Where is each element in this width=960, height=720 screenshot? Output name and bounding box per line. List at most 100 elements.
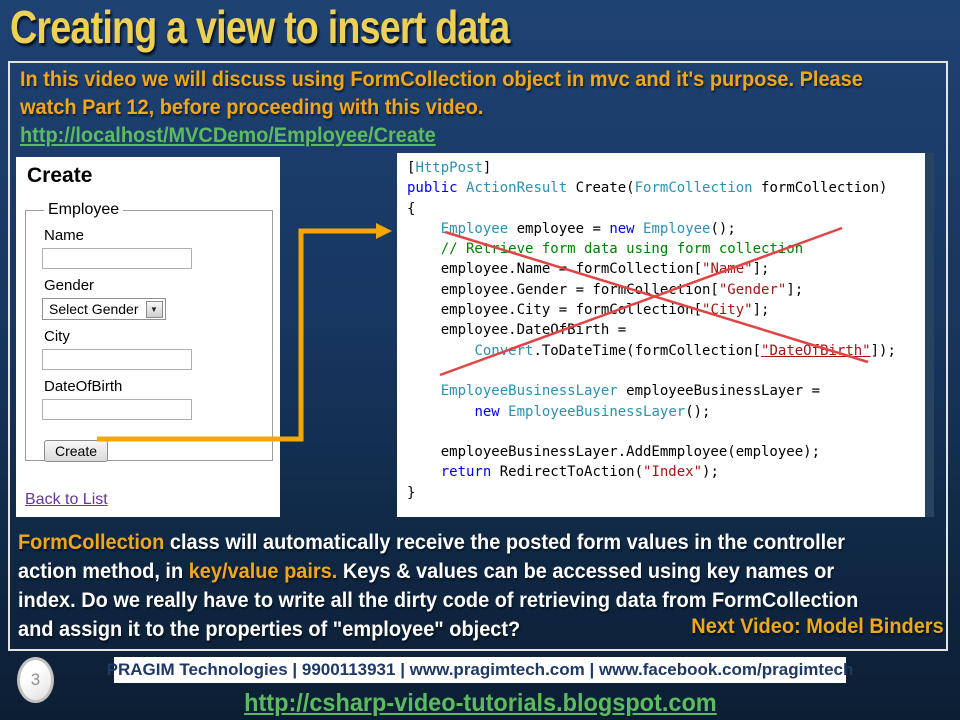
text-segment: employee = — [508, 220, 610, 237]
code-line: EmployeeBusinessLayer employeeBusinessLa… — [407, 381, 925, 401]
text-segment: ]; — [752, 261, 770, 278]
text-segment: .ToDateTime(formCollection[ — [533, 342, 762, 359]
text-segment: employee.Name = formCollection[ — [407, 261, 703, 278]
text-segment: { — [407, 200, 416, 217]
intro-line: watch Part 12, before proceeding with th… — [20, 94, 863, 122]
text-segment — [500, 404, 508, 420]
field-label-city: City — [44, 328, 70, 345]
text-segment: ] — [482, 160, 492, 176]
localhost-create-link[interactable]: http://localhost/MVCDemo/Employee/Create — [20, 124, 436, 147]
blog-link[interactable]: http://csharp-video-tutorials.blogspot.c… — [243, 689, 717, 717]
text-segment: Employee — [643, 220, 711, 237]
gender-select[interactable]: Select Gender ▼ — [42, 298, 166, 320]
code-line: Convert.ToDateTime(formCollection["DateO… — [407, 341, 925, 361]
code-line — [407, 422, 925, 442]
text-segment: Keys & values can be accessed using key … — [337, 560, 835, 583]
code-line: // Retrieve form data using form collect… — [407, 239, 925, 259]
code-line: } — [407, 483, 925, 503]
text-segment: EmployeeBusinessLayer — [508, 403, 686, 420]
company-info-text: PRAGIM Technologies | 9900113931 | www.p… — [106, 660, 854, 679]
text-segment: Employee — [440, 220, 509, 237]
text-segment: new — [609, 220, 635, 237]
text-segment: "Gender" — [718, 281, 787, 298]
code-line: Employee employee = new Employee(); — [407, 219, 925, 239]
page-title: Creating a view to insert data — [10, 1, 510, 53]
text-segment: "Name" — [702, 261, 753, 278]
name-input[interactable] — [42, 248, 192, 269]
code-line: employeeBusinessLayer.AddEmmployee(emplo… — [407, 442, 925, 462]
text-segment: class will automatically receive the pos… — [169, 531, 846, 554]
text-segment: Create( — [567, 180, 635, 197]
field-label-dateofbirth: DateOfBirth — [44, 378, 123, 395]
text-segment: "DateOfBirth" — [761, 342, 871, 359]
field-label-name: Name — [44, 227, 85, 244]
field-label-gender: Gender — [44, 277, 95, 294]
text-segment: employee.DateOfBirth = — [407, 322, 627, 339]
text-segment: employee.Gender = formCollection[ — [407, 281, 719, 298]
dropdown-arrow-icon[interactable]: ▼ — [145, 300, 163, 318]
text-segment: and assign it to the properties of "empl… — [18, 618, 521, 641]
text-segment — [407, 241, 441, 257]
text-segment — [407, 343, 474, 359]
text-segment — [635, 221, 643, 237]
back-to-list-link[interactable]: Back to List — [25, 491, 108, 508]
text-segment: ]); — [870, 342, 896, 359]
code-line: employee.Gender = formCollection["Gender… — [407, 280, 925, 300]
company-info-bar: PRAGIM Technologies | 9900113931 | www.p… — [107, 657, 853, 683]
code-line: public ActionResult Create(FormCollectio… — [407, 178, 925, 198]
text-segment: return — [440, 464, 492, 481]
intro-line: In this video we will discuss using Form… — [20, 66, 863, 94]
text-segment: [ — [407, 160, 416, 176]
paragraph-line: action method, in key/value pairs. Keys … — [18, 557, 898, 586]
text-segment: action method, in — [18, 560, 189, 583]
gender-select-value: Select Gender — [49, 301, 139, 317]
text-segment: index. Do we really have to write all th… — [18, 589, 859, 612]
form-heading: Create — [27, 164, 93, 187]
code-line: return RedirectToAction("Index"); — [407, 462, 925, 482]
intro-lines: In this video we will discuss using Form… — [20, 66, 907, 122]
code-line: [HttpPost] — [407, 158, 925, 178]
bottom-paragraph: FormCollection class will automatically … — [18, 528, 944, 644]
fieldset-legend: Employee — [48, 201, 120, 218]
text-segment: FormCollection — [634, 180, 753, 197]
paragraph-line: index. Do we really have to write all th… — [18, 586, 898, 615]
page-number: 3 — [30, 670, 41, 689]
code-line: { — [407, 199, 925, 219]
code-panel: [HttpPost]public ActionResult Create(For… — [397, 153, 925, 517]
text-segment: "City" — [702, 302, 753, 319]
text-segment: Convert — [474, 342, 534, 359]
text-segment: ]; — [752, 302, 770, 319]
text-segment: RedirectToAction( — [491, 464, 644, 481]
paragraph-line: and assign it to the properties of "empl… — [18, 615, 898, 644]
text-segment: EmployeeBusinessLayer — [440, 383, 618, 400]
text-segment: employeeBusinessLayer = — [617, 383, 821, 400]
text-segment: new — [474, 403, 500, 420]
text-segment: key/value pairs. — [188, 560, 338, 583]
code-panel-edge-strip — [925, 153, 934, 517]
paragraph-line: FormCollection class will automatically … — [18, 528, 898, 557]
text-segment: ]; — [786, 281, 804, 298]
text-segment: watch Part 12, before proceeding with th… — [20, 96, 484, 119]
code-line: new EmployeeBusinessLayer(); — [407, 402, 925, 422]
text-segment: HttpPost — [415, 160, 483, 176]
code-line — [407, 361, 925, 381]
text-segment: FormCollection — [18, 531, 170, 554]
text-segment: employeeBusinessLayer.AddEmmployee(emplo… — [407, 444, 821, 461]
create-submit-button[interactable]: Create — [44, 440, 109, 462]
content-border — [8, 61, 948, 651]
text-segment: public — [407, 180, 458, 197]
dateofbirth-input[interactable] — [42, 399, 192, 420]
bottom-lines: FormCollection class will automatically … — [18, 528, 944, 644]
next-video-label: Next Video: Model Binders — [691, 615, 944, 638]
text-segment: "Index" — [643, 464, 703, 481]
intro-text: In this video we will discuss using Form… — [20, 66, 907, 150]
text-segment: employee.City = formCollection[ — [407, 302, 703, 319]
code-line: employee.DateOfBirth = — [407, 320, 925, 340]
text-segment: ); — [702, 464, 719, 481]
text-segment — [407, 404, 474, 420]
city-input[interactable] — [42, 349, 192, 370]
code-lines: [HttpPost]public ActionResult Create(For… — [407, 158, 925, 503]
